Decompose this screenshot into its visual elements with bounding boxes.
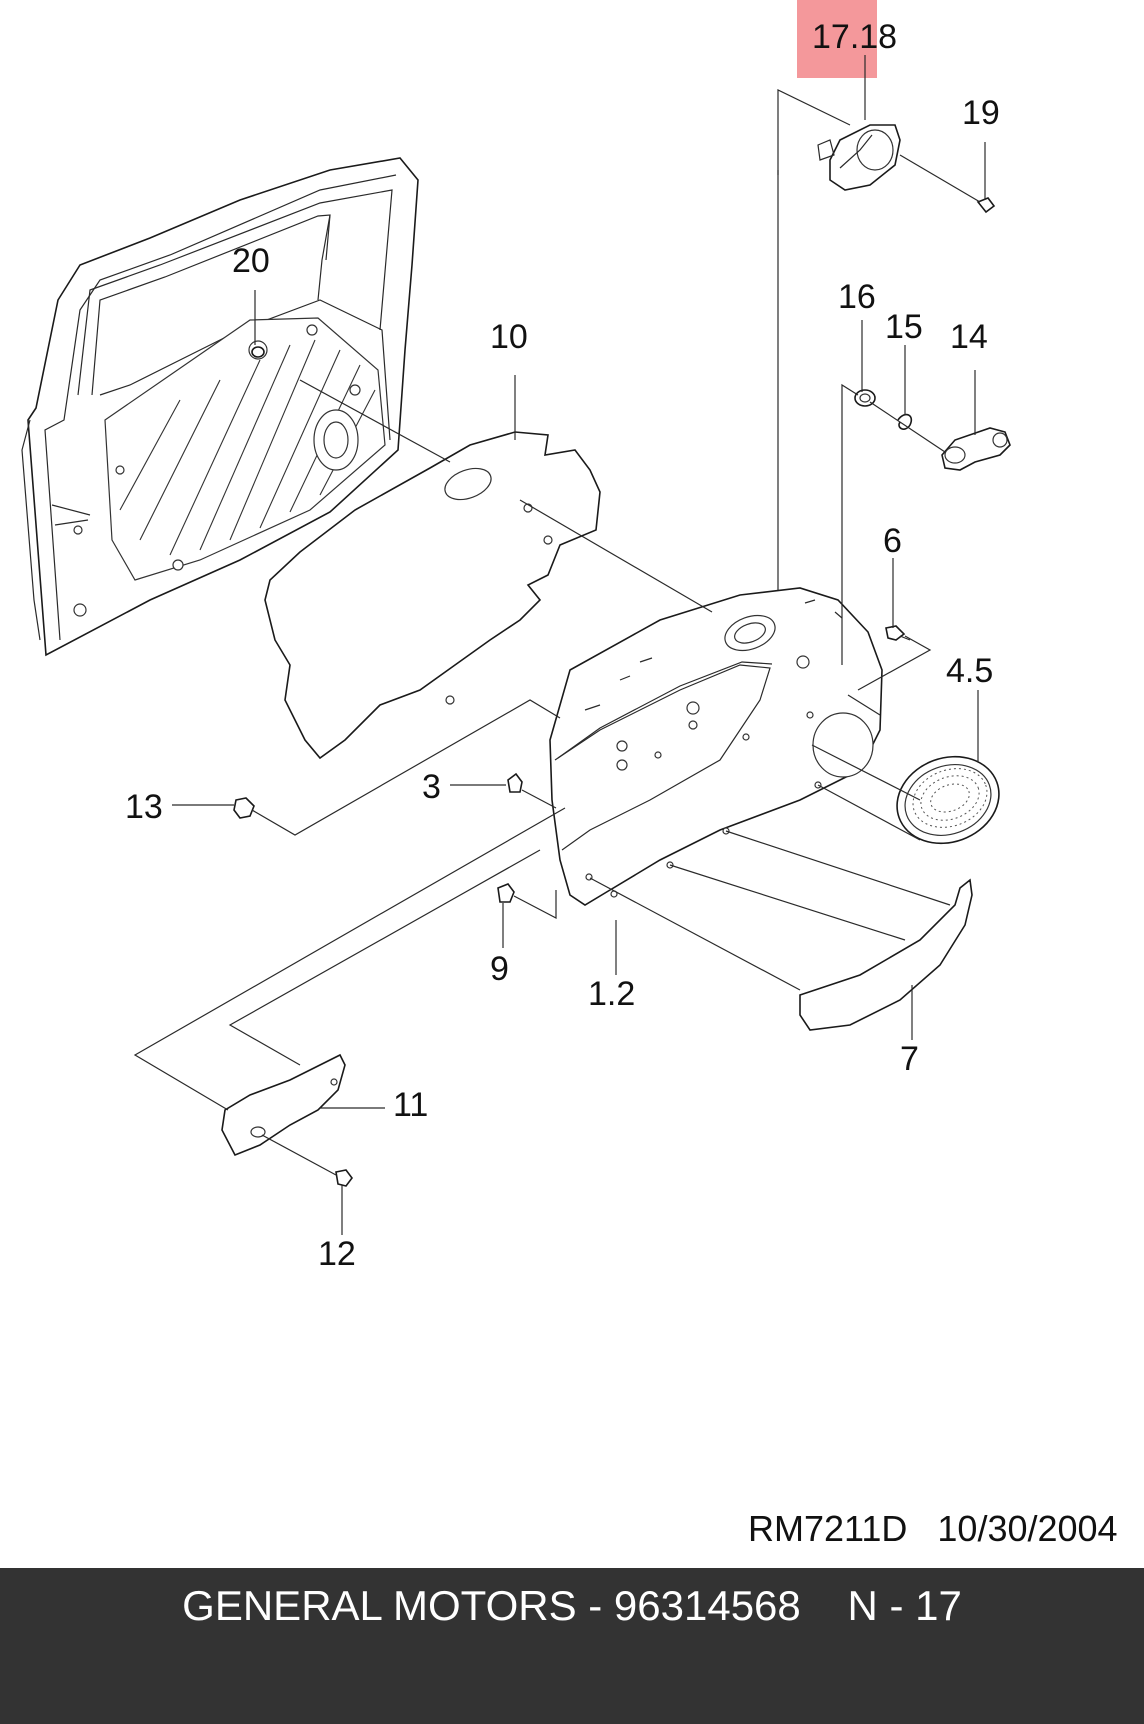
door-shell (21, 157, 419, 657)
callout-11: 11 (393, 1086, 428, 1124)
callout-12: 12 (318, 1235, 356, 1273)
callout-19: 19 (962, 94, 1000, 132)
callout-1-2: 1.2 (588, 975, 635, 1013)
drawing-reference: RM7211D 10/30/2004 (748, 1508, 1118, 1549)
callout-10: 10 (490, 318, 528, 356)
callout-labels: 17.18 19 20 10 16 15 14 6 4.5 13 3 9 1.2… (125, 18, 1000, 1273)
pull-handle (221, 1053, 346, 1157)
window-crank-handle (941, 427, 1011, 471)
callout-6: 6 (883, 522, 902, 560)
leader-lines (133, 55, 986, 1235)
inside-handle (817, 124, 901, 191)
insulator-pad (264, 431, 601, 760)
exploded-door-diagram: 17.18 19 20 10 16 15 14 6 4.5 13 3 9 1.2… (21, 18, 1011, 1273)
callout-9: 9 (490, 950, 509, 988)
callout-4-5: 4.5 (946, 652, 993, 690)
callout-7: 7 (900, 1040, 919, 1078)
callout-20: 20 (232, 242, 270, 280)
callout-14: 14 (950, 318, 988, 356)
speaker-grille (896, 755, 1000, 845)
callout-13: 13 (125, 788, 163, 826)
armrest-bar (799, 878, 973, 1031)
callout-17-18: 17.18 (812, 18, 897, 56)
callout-3: 3 (422, 768, 441, 806)
callout-16: 16 (838, 278, 876, 316)
footer-bar: GENERAL MOTORS - 96314568 N - 17 (0, 1568, 1144, 1724)
footer-part-number: GENERAL MOTORS - 96314568 N - 17 (182, 1582, 962, 1629)
door-trim-panel (549, 587, 883, 906)
callout-highlight (797, 0, 877, 78)
small-fasteners (233, 197, 996, 1187)
callout-15: 15 (885, 308, 923, 346)
